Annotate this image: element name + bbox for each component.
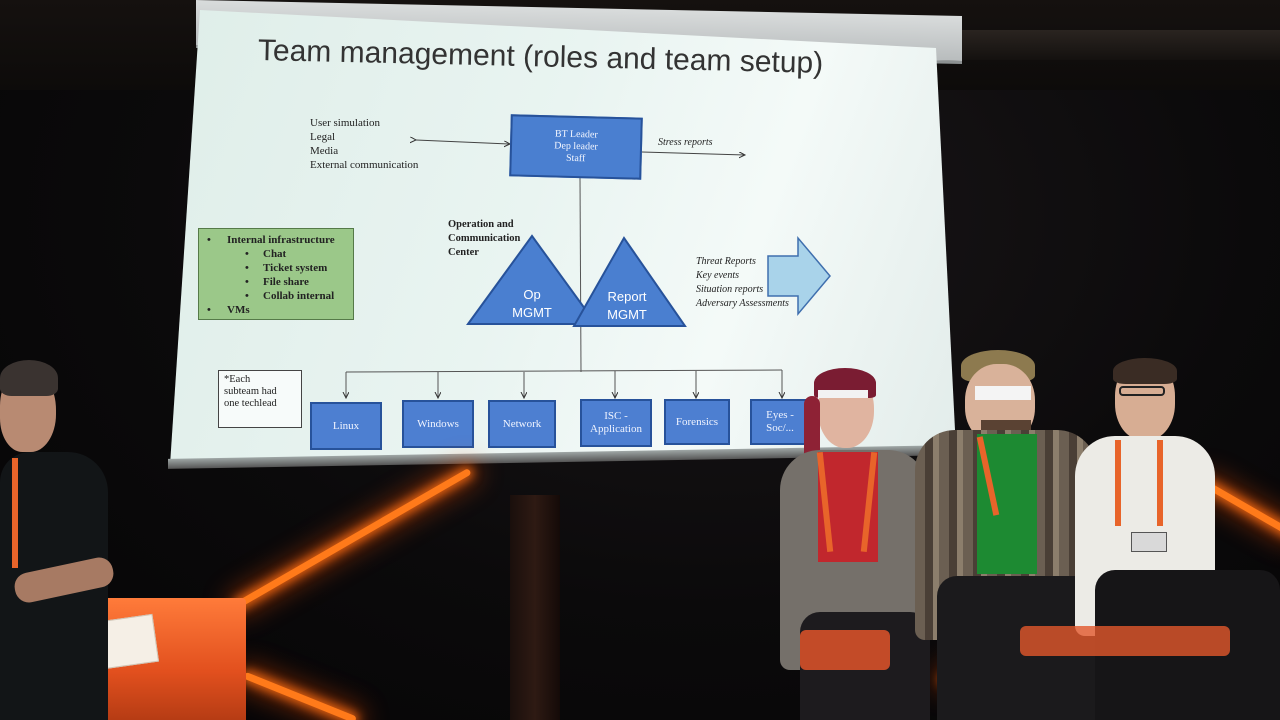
- subteam-windows: Windows: [402, 400, 474, 448]
- person-moderator: [0, 360, 135, 720]
- op-mgmt-triangle: [466, 234, 598, 325]
- subteam-isc-application: ISC - Application: [580, 399, 652, 447]
- neon-light-left: [234, 467, 472, 610]
- person-panelist-3: [1075, 358, 1280, 720]
- chair-orange-1: [800, 630, 890, 670]
- operation-center-label: Operation and Communication Center: [448, 219, 521, 258]
- subteam-linux: Linux: [310, 402, 382, 450]
- bt-leader-box: BT Leader Dep leader Staff: [509, 114, 643, 180]
- subteam-eyes: Eyes - Soc/...: [750, 399, 810, 445]
- chair-orange-2: [1020, 626, 1230, 656]
- neon-light-bottom: [243, 671, 357, 720]
- stage-pillar: [510, 495, 560, 720]
- projector-screen: Team management (roles and team setup): [170, 10, 956, 465]
- left-roles-list: User simulation Legal Media External com…: [310, 117, 419, 171]
- person-panelist-2: [915, 350, 1100, 720]
- slide-connectors: [170, 10, 831, 465]
- op-mgmt-label: Op MGMT: [512, 287, 552, 320]
- report-mgmt-label: Report MGMT: [607, 289, 647, 322]
- techlead-note: *Each subteam had one techlead: [218, 370, 302, 428]
- lighting-rig: [960, 30, 1280, 60]
- reports-arrow: [767, 235, 831, 317]
- stress-reports-label: Stress reports: [658, 137, 713, 148]
- reports-list: Threat Reports Key events Situation repo…: [696, 256, 789, 309]
- infrastructure-box: Internal infrastructure Chat Ticket syst…: [198, 228, 354, 320]
- subteam-forensics: Forensics: [664, 399, 730, 445]
- report-mgmt-triangle: [572, 236, 687, 327]
- subteam-network: Network: [488, 400, 556, 448]
